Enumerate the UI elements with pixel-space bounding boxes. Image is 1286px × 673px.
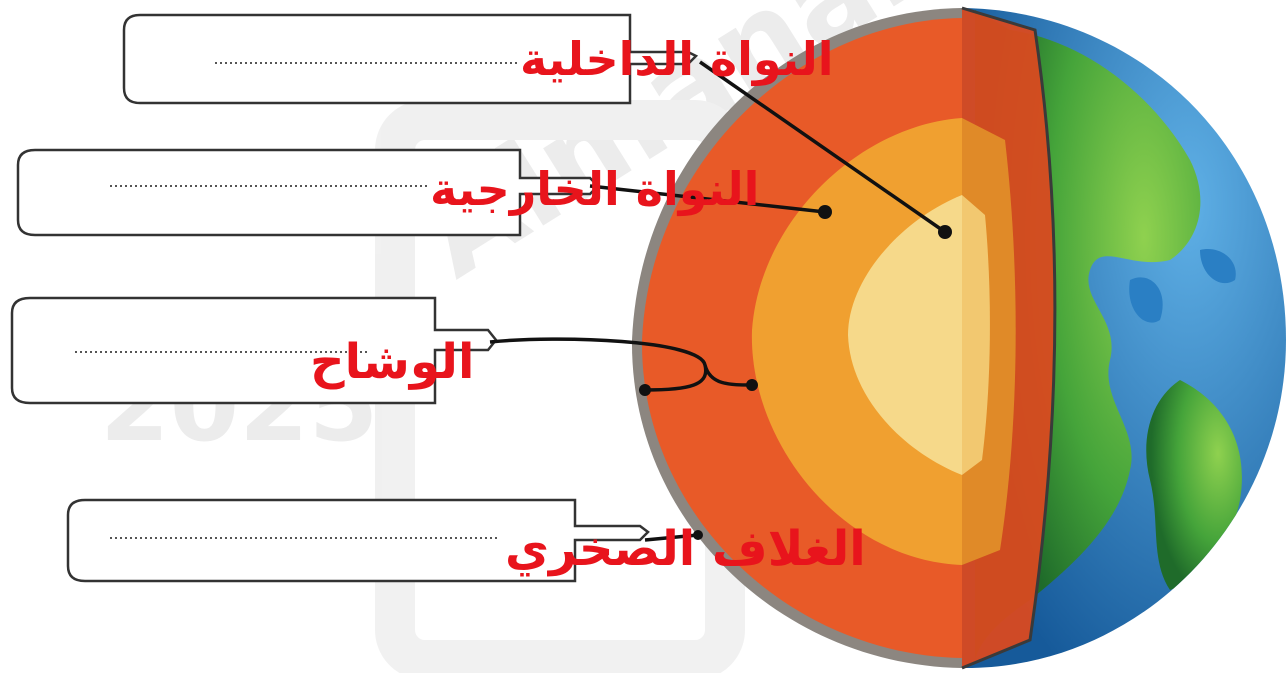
inner-core-layer: [848, 195, 962, 475]
label-crust: الغلاف الصخري: [505, 521, 866, 577]
callout-box-outer-core: [16, 148, 600, 237]
dot-inner-core: [938, 225, 952, 239]
dot-mantle-b: [746, 379, 758, 391]
earth-cutaway: [631, 6, 1057, 670]
leader-inner-core: [699, 60, 946, 234]
dot-outer-core: [818, 205, 832, 219]
label-mantle: الوشاح: [310, 334, 474, 390]
label-inner-core: النواة الداخلية: [520, 32, 834, 86]
cut-face-inner: [962, 195, 990, 475]
leader-outer-core: [589, 184, 826, 214]
leader-crust: [644, 533, 699, 542]
callout-box-crust: [66, 498, 650, 583]
callouts: [10, 13, 699, 583]
callout-box-inner-core: [122, 13, 699, 105]
callout-box-mantle: [10, 296, 498, 405]
dot-mantle-a: [639, 384, 651, 396]
leader-dots: [639, 205, 952, 540]
label-outer-core: النواة الخارجية: [430, 162, 759, 216]
dot-crust: [693, 530, 703, 540]
